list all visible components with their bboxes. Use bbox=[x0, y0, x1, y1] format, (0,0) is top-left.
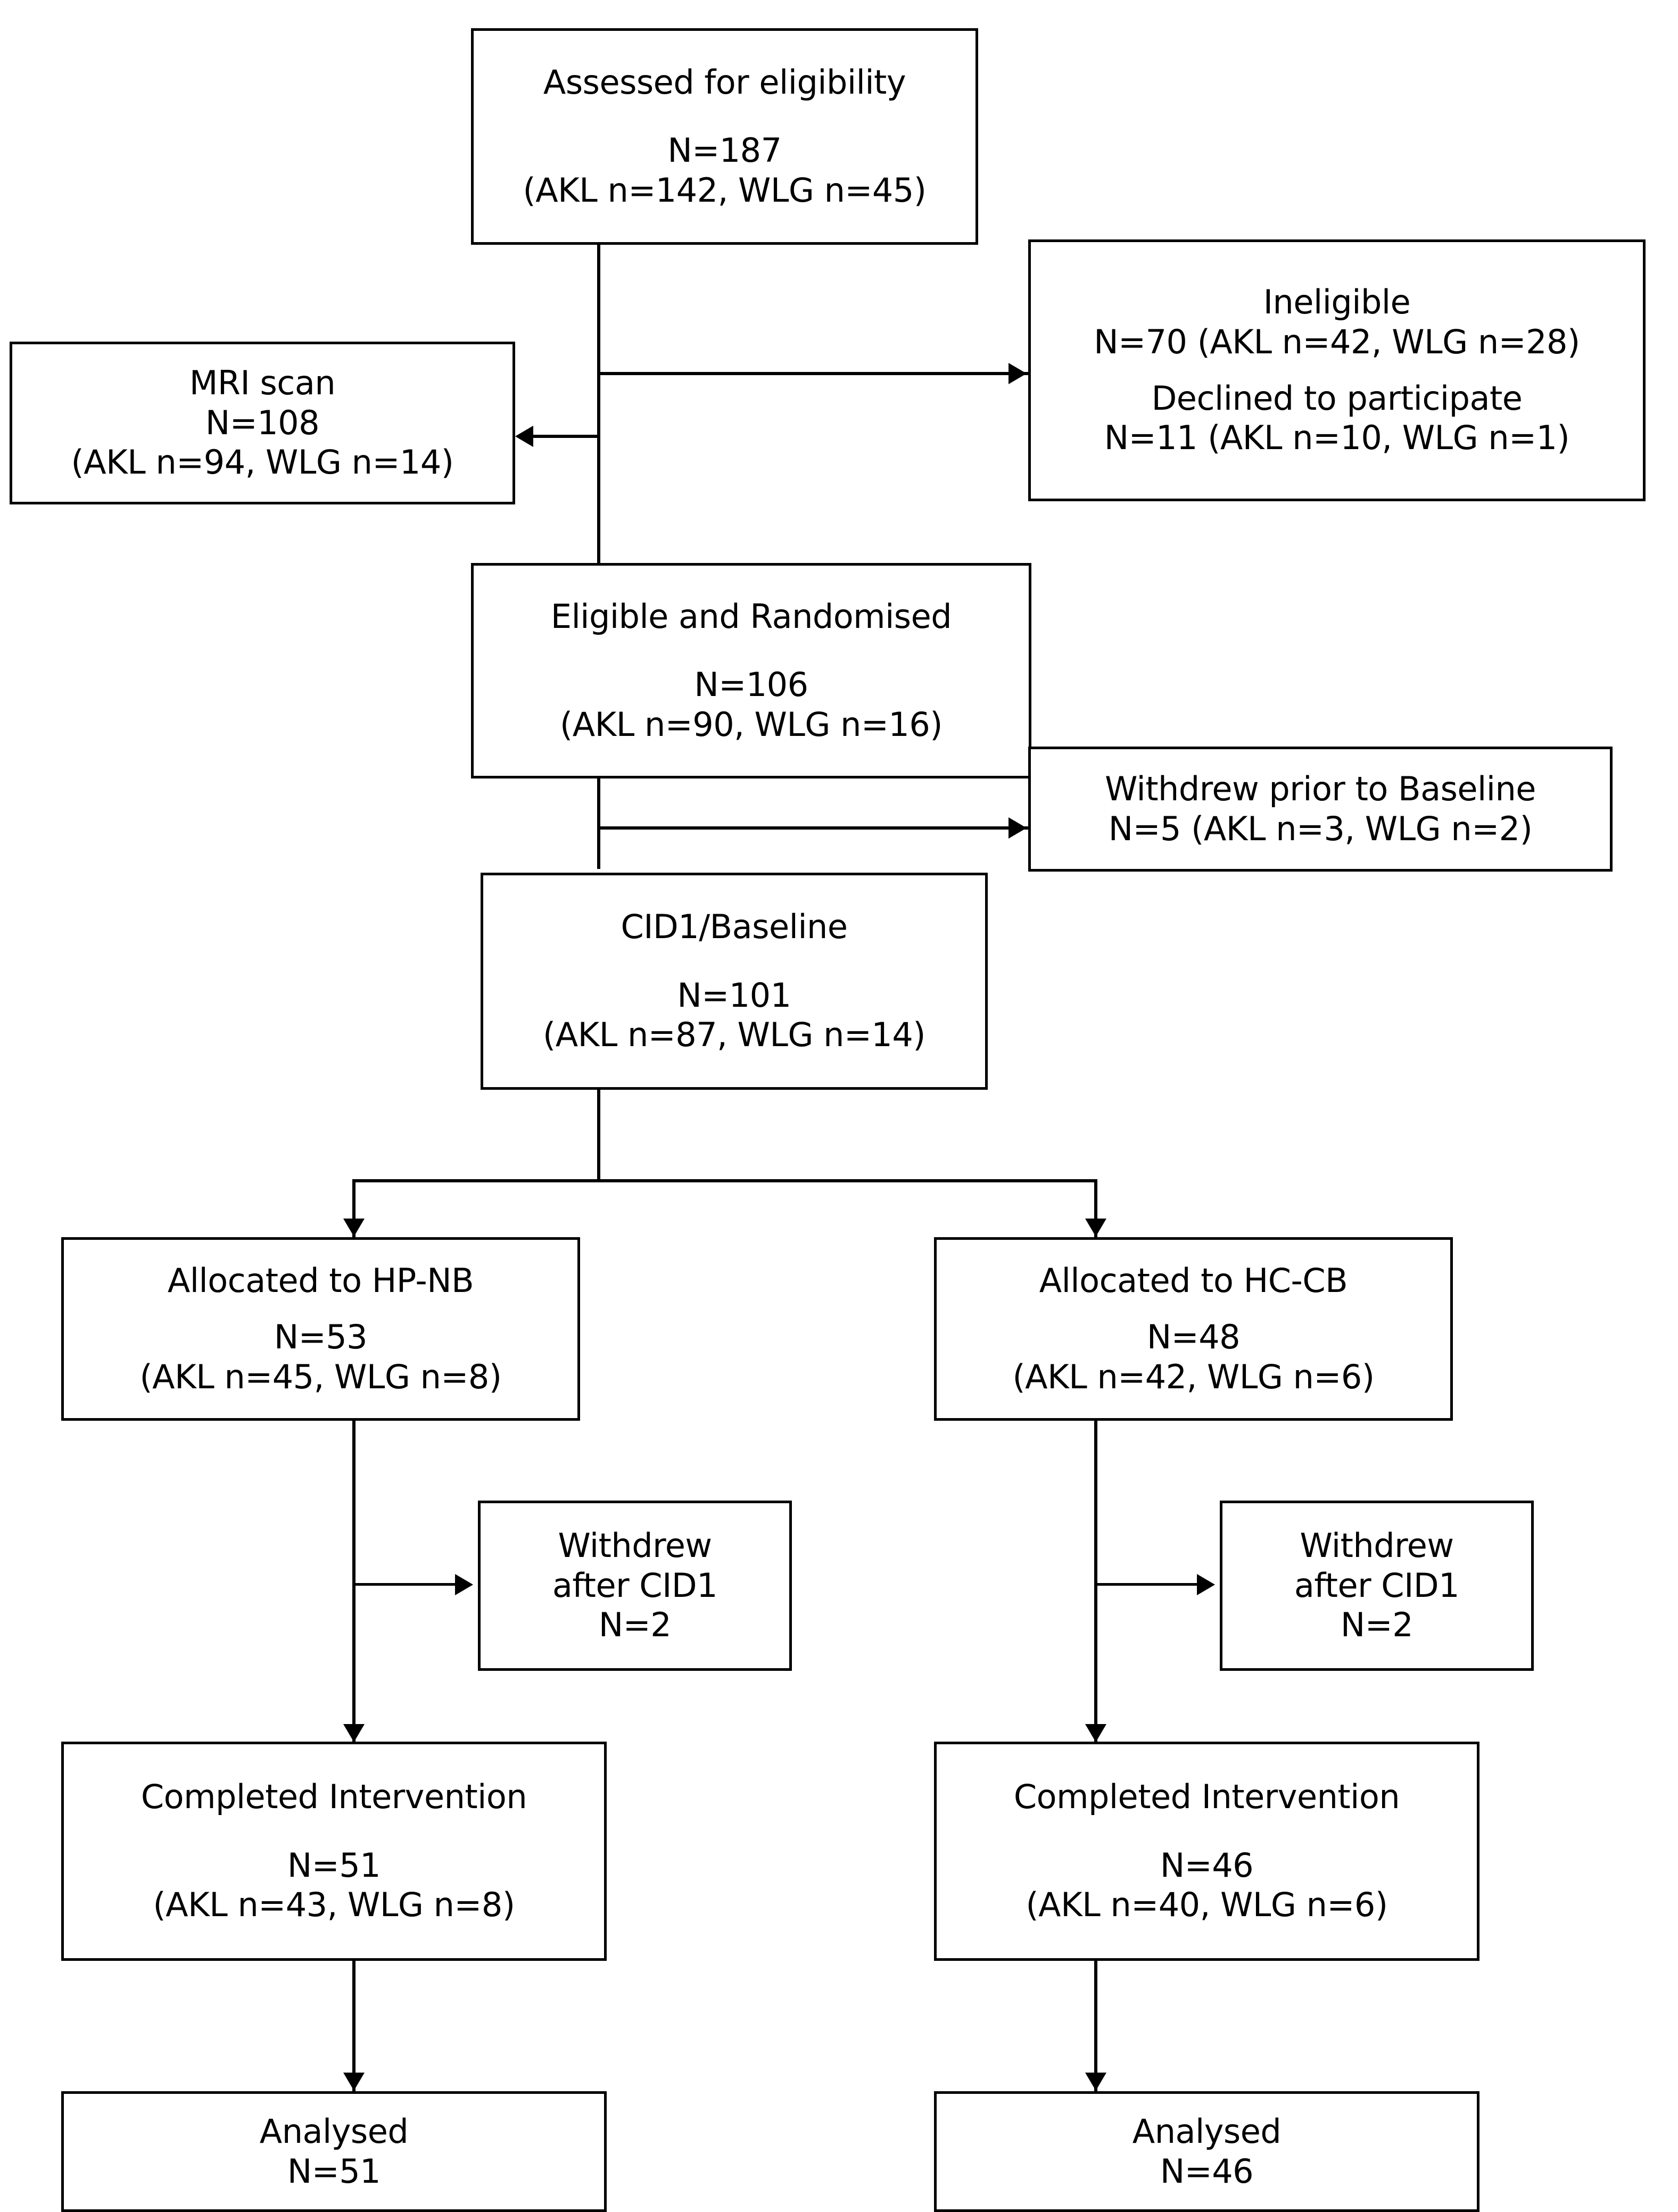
withdrew-right-line2: after CID1 bbox=[1294, 1565, 1460, 1605]
connector-alloc-left-to-withdrew bbox=[352, 1583, 465, 1586]
withdrew-left-total: N=2 bbox=[598, 1605, 672, 1645]
randomised-breakdown: (AKL n=90, WLG n=16) bbox=[560, 705, 943, 744]
alloc-left-title: Allocated to HP-NB bbox=[167, 1261, 474, 1300]
node-withdrew-after-cid1-left: Withdrew after CID1 N=2 bbox=[478, 1501, 792, 1671]
node-completed-intervention-left: Completed Intervention N=51 (AKL n=43, W… bbox=[61, 1742, 607, 1961]
connector-alloc-left-to-completed bbox=[352, 1420, 356, 1744]
assessed-breakdown: (AKL n=142, WLG n=45) bbox=[523, 170, 927, 210]
randomised-total: N=106 bbox=[694, 665, 808, 705]
withdrew-baseline-counts: N=5 (AKL n=3, WLG n=2) bbox=[1108, 809, 1533, 848]
node-eligible-and-randomised: Eligible and Randomised N=106 (AKL n=90,… bbox=[471, 563, 1031, 778]
analysed-left-title: Analysed bbox=[259, 2112, 409, 2151]
arrow-to-withdrew-baseline-icon bbox=[1009, 817, 1027, 839]
arrow-to-alloc-left-icon bbox=[343, 1219, 365, 1237]
alloc-right-title: Allocated to HC-CB bbox=[1039, 1261, 1348, 1300]
declined-title: Declined to participate bbox=[1151, 379, 1523, 418]
connector-split-left-drop bbox=[352, 1179, 356, 1238]
withdrew-right-line1: Withdrew bbox=[1300, 1526, 1454, 1565]
alloc-right-total: N=48 bbox=[1146, 1318, 1241, 1357]
baseline-title: CID1/Baseline bbox=[621, 907, 848, 947]
withdrew-left-line2: after CID1 bbox=[552, 1565, 718, 1605]
node-cid1-baseline: CID1/Baseline N=101 (AKL n=87, WLG n=14) bbox=[481, 873, 988, 1090]
connector-split-right-drop bbox=[1094, 1179, 1097, 1238]
assessed-total: N=187 bbox=[667, 131, 782, 170]
arrow-alloc-right-to-completed-icon bbox=[1085, 1724, 1106, 1742]
withdrew-left-line1: Withdrew bbox=[558, 1526, 712, 1565]
mri-title: MRI scan bbox=[189, 363, 336, 403]
completed-left-breakdown: (AKL n=43, WLG n=8) bbox=[153, 1885, 515, 1925]
analysed-left-total: N=51 bbox=[287, 2151, 381, 2191]
mri-breakdown: (AKL n=94, WLG n=14) bbox=[71, 443, 454, 482]
alloc-left-total: N=53 bbox=[274, 1318, 368, 1357]
arrow-to-withdrew-left-icon bbox=[455, 1574, 473, 1595]
baseline-breakdown: (AKL n=87, WLG n=14) bbox=[543, 1015, 925, 1055]
connector-alloc-right-to-completed bbox=[1094, 1420, 1097, 1744]
ineligible-title: Ineligible bbox=[1263, 283, 1411, 322]
node-mri-scan: MRI scan N=108 (AKL n=94, WLG n=14) bbox=[10, 342, 515, 504]
completed-right-title: Completed Intervention bbox=[1013, 1777, 1400, 1817]
baseline-total: N=101 bbox=[677, 975, 791, 1015]
arrow-to-excluded-icon bbox=[1009, 363, 1027, 384]
node-allocated-hc-cb: Allocated to HC-CB N=48 (AKL n=42, WLG n… bbox=[934, 1237, 1453, 1421]
mri-total: N=108 bbox=[205, 403, 320, 442]
connector-randomised-to-baseline bbox=[597, 778, 600, 869]
ineligible-counts: N=70 (AKL n=42, WLG n=28) bbox=[1094, 322, 1580, 361]
node-analysed-left: Analysed N=51 bbox=[61, 2091, 607, 2212]
arrow-completed-right-to-analysed-icon bbox=[1085, 2073, 1106, 2091]
arrow-to-mri-icon bbox=[515, 426, 533, 447]
node-withdrew-after-cid1-right: Withdrew after CID1 N=2 bbox=[1220, 1501, 1534, 1671]
node-excluded: Ineligible N=70 (AKL n=42, WLG n=28) Dec… bbox=[1028, 239, 1646, 501]
completed-right-breakdown: (AKL n=40, WLG n=6) bbox=[1026, 1885, 1388, 1925]
connector-baseline-down bbox=[597, 1089, 600, 1182]
node-allocated-hp-nb: Allocated to HP-NB N=53 (AKL n=45, WLG n… bbox=[61, 1237, 580, 1421]
arrow-completed-left-to-analysed-icon bbox=[343, 2073, 365, 2091]
completed-left-title: Completed Intervention bbox=[140, 1777, 527, 1817]
alloc-right-breakdown: (AKL n=42, WLG n=6) bbox=[1012, 1357, 1375, 1396]
withdrew-right-total: N=2 bbox=[1340, 1605, 1414, 1645]
node-assessed-for-eligibility: Assessed for eligibility N=187 (AKL n=14… bbox=[471, 28, 978, 245]
completed-right-total: N=46 bbox=[1160, 1845, 1254, 1885]
arrow-to-alloc-right-icon bbox=[1085, 1219, 1106, 1237]
analysed-right-title: Analysed bbox=[1132, 2112, 1282, 2151]
completed-left-total: N=51 bbox=[287, 1845, 381, 1885]
connector-completed-right-to-analysed bbox=[1094, 1960, 1097, 2093]
node-withdrew-prior-to-baseline: Withdrew prior to Baseline N=5 (AKL n=3,… bbox=[1028, 747, 1613, 872]
node-completed-intervention-right: Completed Intervention N=46 (AKL n=40, W… bbox=[934, 1742, 1479, 1961]
arrow-alloc-left-to-completed-icon bbox=[343, 1724, 365, 1742]
connector-assessed-to-randomised bbox=[597, 245, 600, 564]
analysed-right-total: N=46 bbox=[1160, 2151, 1254, 2191]
connector-alloc-right-to-withdrew bbox=[1094, 1583, 1207, 1586]
connector-completed-left-to-analysed bbox=[352, 1960, 356, 2093]
declined-counts: N=11 (AKL n=10, WLG n=1) bbox=[1104, 418, 1570, 458]
connector-assessed-to-excluded bbox=[597, 372, 1028, 375]
withdrew-baseline-title: Withdrew prior to Baseline bbox=[1105, 769, 1536, 809]
arrow-to-withdrew-right-icon bbox=[1197, 1574, 1215, 1595]
alloc-left-breakdown: (AKL n=45, WLG n=8) bbox=[139, 1357, 502, 1396]
randomised-title: Eligible and Randomised bbox=[550, 597, 952, 636]
connector-allocation-split-bar bbox=[352, 1179, 1097, 1182]
connector-randomised-to-withdrew bbox=[597, 826, 1028, 830]
assessed-title: Assessed for eligibility bbox=[543, 62, 906, 102]
connector-assessed-to-mri bbox=[532, 435, 600, 438]
node-analysed-right: Analysed N=46 bbox=[934, 2091, 1479, 2212]
